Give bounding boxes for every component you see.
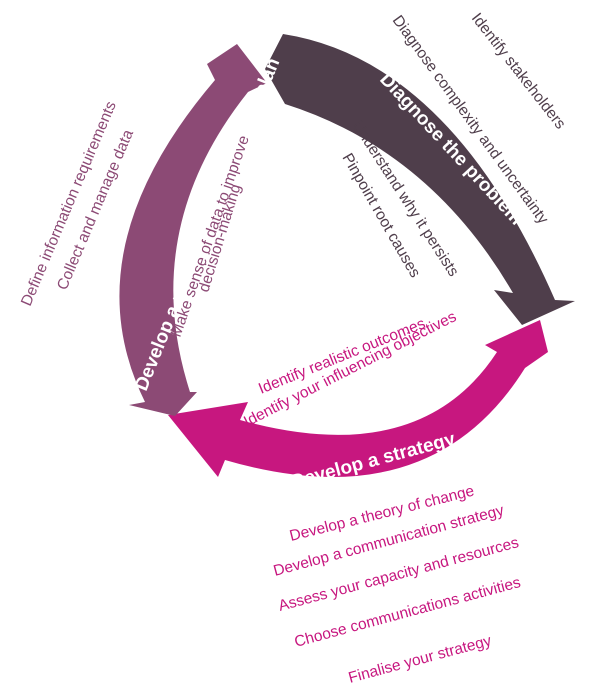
strategy-inner-item: Identify realistic outcomes <box>256 315 428 398</box>
diagnose-arrow <box>265 34 575 325</box>
strategy-inner-item: Identify your influencing objectives <box>241 308 459 430</box>
strategy-arrow <box>168 320 548 477</box>
diagnose-outer-item: Identify stakeholders <box>468 10 569 133</box>
strategy-outer-item: Finalise your strategy <box>347 632 494 687</box>
monitoring-arrow <box>119 44 267 416</box>
